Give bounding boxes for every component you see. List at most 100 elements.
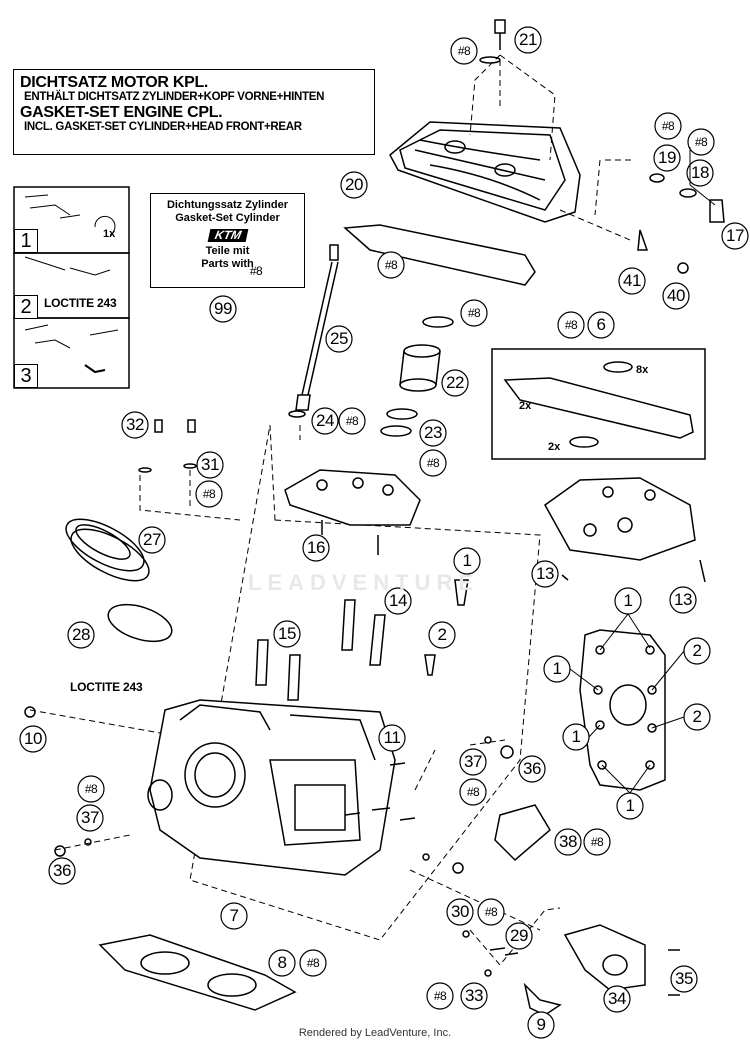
part-22-cup — [399, 344, 441, 392]
part-number-label: 41 — [623, 271, 641, 290]
part-13-bridge — [544, 477, 696, 561]
part-number-label: 2 — [692, 641, 702, 660]
part-number-label: 19 — [658, 148, 676, 167]
part-number-label: 30 — [451, 902, 469, 921]
part-number-label: 2 — [437, 625, 447, 644]
kit-line-1: Dichtungssatz Zylinder — [166, 199, 289, 211]
watermark: LEADVENTURE — [248, 570, 480, 595]
part-28-clamp — [107, 603, 173, 643]
part-number-label: 18 — [691, 163, 709, 182]
part-number-label: 15 — [278, 624, 296, 643]
part-number-label: #8 — [384, 258, 398, 272]
part-27-ring — [65, 518, 150, 582]
ring-b — [386, 408, 418, 420]
part-number-label: 22 — [446, 373, 464, 392]
part-number-label: 10 — [24, 729, 42, 748]
part-number-label: #8 — [466, 785, 480, 799]
part-number-label: 38 — [559, 832, 577, 851]
part-number-label: #8 — [457, 44, 471, 58]
ring-a — [422, 316, 454, 328]
gasket-kit-frame — [491, 348, 706, 460]
part-number-label: 8 — [277, 953, 287, 972]
part-number-label: #8 — [590, 835, 604, 849]
part-number-label: #8 — [433, 989, 447, 1003]
part-number-label: 37 — [81, 808, 99, 827]
part-number-label: 29 — [510, 926, 528, 945]
part-number-label: #8 — [564, 318, 578, 332]
step-1-qty: 1x — [103, 228, 116, 240]
step-1-number: 1 — [14, 229, 38, 253]
part-number-label: #8 — [84, 782, 98, 796]
part-number-label: 13 — [536, 564, 554, 583]
part-number-label: 6 — [596, 315, 606, 334]
kit-line-4-text: Parts with — [201, 258, 254, 270]
ktm-logo: KTM — [207, 228, 248, 242]
part-number-label: 20 — [345, 175, 363, 194]
part-number-label: 1 — [571, 727, 581, 746]
part-number-label: 7 — [229, 906, 239, 925]
part-number-label: #8 — [484, 905, 498, 919]
part-number-label: 11 — [383, 728, 401, 747]
part-number-label: 35 — [675, 969, 693, 988]
part-8-head-gasket — [98, 934, 297, 1011]
step-2-loctite: LOCTITE 243 — [44, 296, 117, 310]
part-number-label: 24 — [316, 411, 334, 430]
part-25-bolt — [288, 244, 339, 418]
ring-c — [380, 425, 412, 437]
cylinder-gasket-kit-box: Dichtungssatz Zylinder Gasket-Set Cylind… — [150, 193, 305, 288]
part-number-label: 36 — [523, 759, 541, 778]
part-number-label: 31 — [201, 455, 219, 474]
part-number-label: 1 — [552, 659, 562, 678]
title-line-1: DICHTSATZ MOTOR KPL. — [20, 74, 209, 91]
qty-8x: 8x — [636, 364, 649, 376]
part-number-label: 1 — [623, 591, 633, 610]
part-number-label: #8 — [426, 456, 440, 470]
footer-credit: Rendered by LeadVenture, Inc. — [298, 1027, 452, 1039]
part-number-label: 34 — [608, 989, 626, 1008]
title-line-3: GASKET-SET ENGINE CPL. — [20, 104, 223, 121]
part-number-label: #8 — [345, 414, 359, 428]
title-line-2: ENTHÄLT DICHTSATZ ZYLINDER+KOPF VORNE+HI… — [24, 91, 325, 103]
kit-line-3: Teile mit — [205, 245, 250, 257]
step-2-number: 2 — [14, 295, 38, 319]
part-number-label: #8 — [694, 135, 708, 149]
qty-2x-b: 2x — [548, 441, 561, 453]
part-number-label: #8 — [202, 487, 216, 501]
part-number-label: 37 — [464, 752, 482, 771]
kit-ref-label: #8 — [249, 264, 263, 278]
part-number-label: 28 — [72, 625, 90, 644]
kit-line-2: Gasket-Set Cylinder — [175, 212, 280, 224]
part-valve-cover-gasket — [343, 224, 536, 286]
part-number-label: #8 — [661, 119, 675, 133]
part-number-label: 16 — [307, 538, 325, 557]
kit-line-4: Parts with — [151, 258, 304, 271]
part-number-label: 33 — [465, 986, 483, 1005]
title-line-4: INCL. GASKET-SET CYLINDER+HEAD FRONT+REA… — [24, 121, 302, 133]
part-number-label: 25 — [330, 329, 348, 348]
part-number-label: 40 — [667, 286, 685, 305]
part-number-label: #8 — [467, 306, 481, 320]
engine-gasket-set-title: DICHTSATZ MOTOR KPL. ENTHÄLT DICHTSATZ Z… — [13, 69, 375, 155]
part-number-label: #8 — [306, 956, 320, 970]
step-3-number: 3 — [14, 364, 38, 388]
part-number-label: 27 — [143, 530, 161, 549]
gasket-6 — [503, 377, 694, 439]
part-number-label: 13 — [674, 590, 692, 609]
part-38-gasket — [494, 804, 551, 862]
valve-cover — [389, 121, 581, 223]
part-number-label: 9 — [536, 1015, 546, 1034]
part-16-carrier — [284, 469, 421, 526]
part-21-bolt — [479, 19, 506, 64]
part-number-label: 23 — [424, 423, 442, 442]
part-number-label: 21 — [519, 30, 537, 49]
part-number-label: 17 — [726, 226, 744, 245]
qty-2x-a: 2x — [519, 400, 532, 412]
loctite-label: LOCTITE 243 — [70, 680, 143, 694]
callout-bubbles — [19, 26, 749, 1039]
part-number-label: 2 — [692, 707, 702, 726]
part-number-label: 36 — [53, 861, 71, 880]
part-number-label: 14 — [389, 591, 407, 610]
part-number-label: 32 — [126, 415, 144, 434]
part-number-label: 1 — [625, 796, 635, 815]
